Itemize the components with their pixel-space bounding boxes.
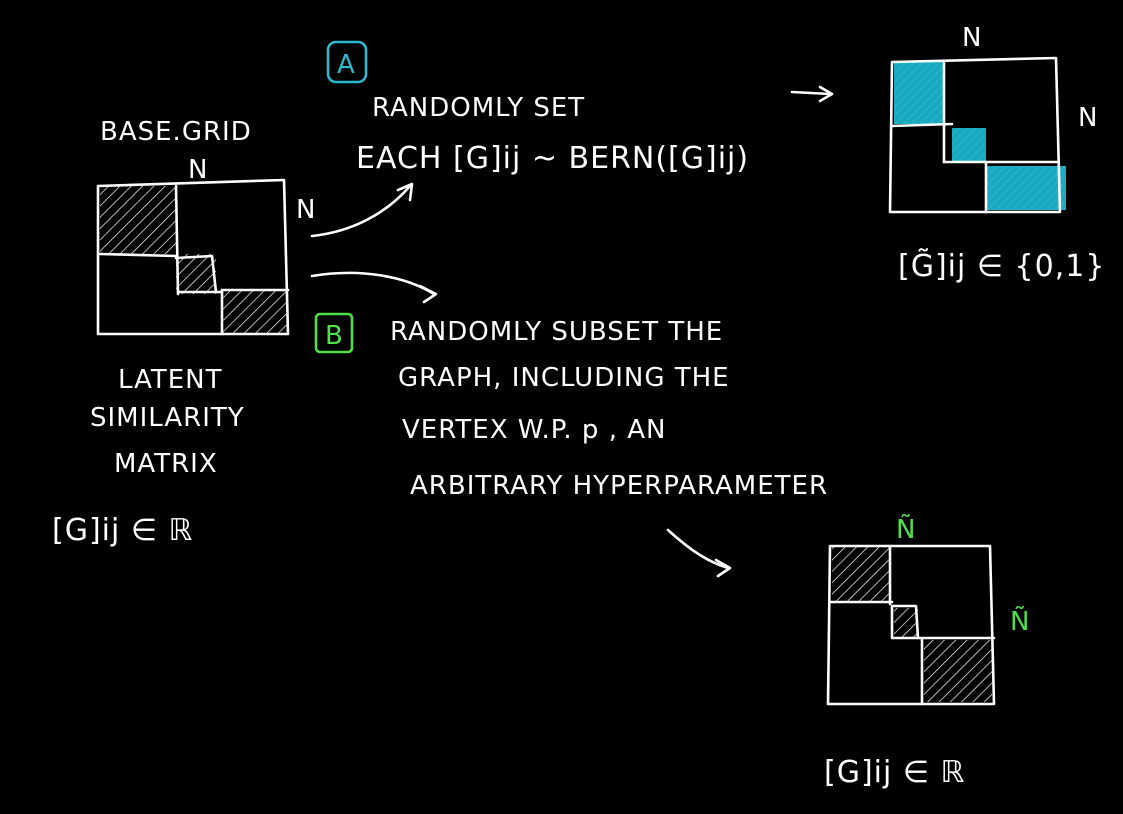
arrow-to-a xyxy=(310,182,414,238)
base-grid-group: BASE.GRID N N LATENT SIMILARITY MATRIX [… xyxy=(52,117,316,548)
step-a-badge: A xyxy=(337,50,356,80)
base-block-3 xyxy=(222,290,288,334)
base-divider-h1 xyxy=(98,252,178,258)
arrow-a-out-head xyxy=(818,85,834,103)
arrow-a-out xyxy=(790,90,832,96)
step-a-dim-side: N xyxy=(1078,103,1098,133)
base-block2-edge xyxy=(174,254,218,294)
arrow-b-head xyxy=(418,284,438,304)
base-domain: [G]ij ∈ ℝ xyxy=(52,513,193,548)
step-b-frame xyxy=(826,544,996,706)
step-b-group: B RANDOMLY SUBSET THE GRAPH, INCLUDING T… xyxy=(314,312,1030,790)
base-grid-matrix xyxy=(96,178,290,336)
base-divider-v1 xyxy=(174,184,180,296)
base-caption-line1: LATENT xyxy=(118,365,223,395)
arrow-a-head xyxy=(396,182,414,202)
base-block-1 xyxy=(100,186,176,254)
step-b-domain: [G]ij ∈ ℝ xyxy=(824,755,965,790)
base-caption-line2: SIMILARITY xyxy=(90,403,245,433)
arrow-b-out-head xyxy=(714,558,732,578)
step-b-text-line1: RANDOMLY SUBSET THE xyxy=(390,317,723,347)
step-b-block-2 xyxy=(894,608,918,638)
step-a-block-2 xyxy=(952,128,986,162)
step-a-text-line1: RANDOMLY SET xyxy=(372,93,585,123)
step-b-text-line4: ARBITRARY HYPERPARAMETER xyxy=(410,471,828,501)
step-b-block-1 xyxy=(832,546,890,602)
step-b-text-line3: VERTEX W.P. p , AN xyxy=(402,415,666,445)
step-b-dim-side: Ñ xyxy=(1010,605,1030,637)
step-b-text-line2: GRAPH, INCLUDING THE xyxy=(398,363,730,393)
arrow-b-curve xyxy=(310,271,436,296)
step-a-badge-box xyxy=(326,40,368,84)
step-b-badge-box xyxy=(314,312,354,354)
step-b-matrix xyxy=(826,544,996,706)
base-block-2 xyxy=(176,254,216,294)
base-grid-title: BASE.GRID xyxy=(100,117,252,147)
base-grid-dim-side: N xyxy=(296,195,316,225)
step-a-text-line2: EACH [G]ij ~ BERN([G]ij) xyxy=(356,141,749,176)
step-a-domain: [G̃]ij ∈ {0,1} xyxy=(898,249,1105,284)
step-a-divider-h1 xyxy=(890,122,954,128)
base-frame xyxy=(96,178,290,336)
step-b-dim-top: Ñ xyxy=(896,513,916,545)
arrow-a-curve xyxy=(310,184,412,238)
step-a-block-1 xyxy=(894,62,944,124)
step-a-group: A RANDOMLY SET EACH [G]ij ~ BERN([G]ij) … xyxy=(326,23,1105,284)
step-b-badge: B xyxy=(325,321,344,351)
step-a-matrix xyxy=(888,56,1066,214)
step-a-dim-top: N xyxy=(962,23,982,53)
base-caption-line3: MATRIX xyxy=(114,449,218,479)
step-a-frame xyxy=(888,56,1062,214)
arrow-to-b xyxy=(310,271,438,304)
base-grid-dim-top: N xyxy=(188,155,208,185)
step-b-block-3 xyxy=(924,640,992,702)
step-a-block-3 xyxy=(986,166,1066,210)
arrow-b-out xyxy=(666,528,730,570)
